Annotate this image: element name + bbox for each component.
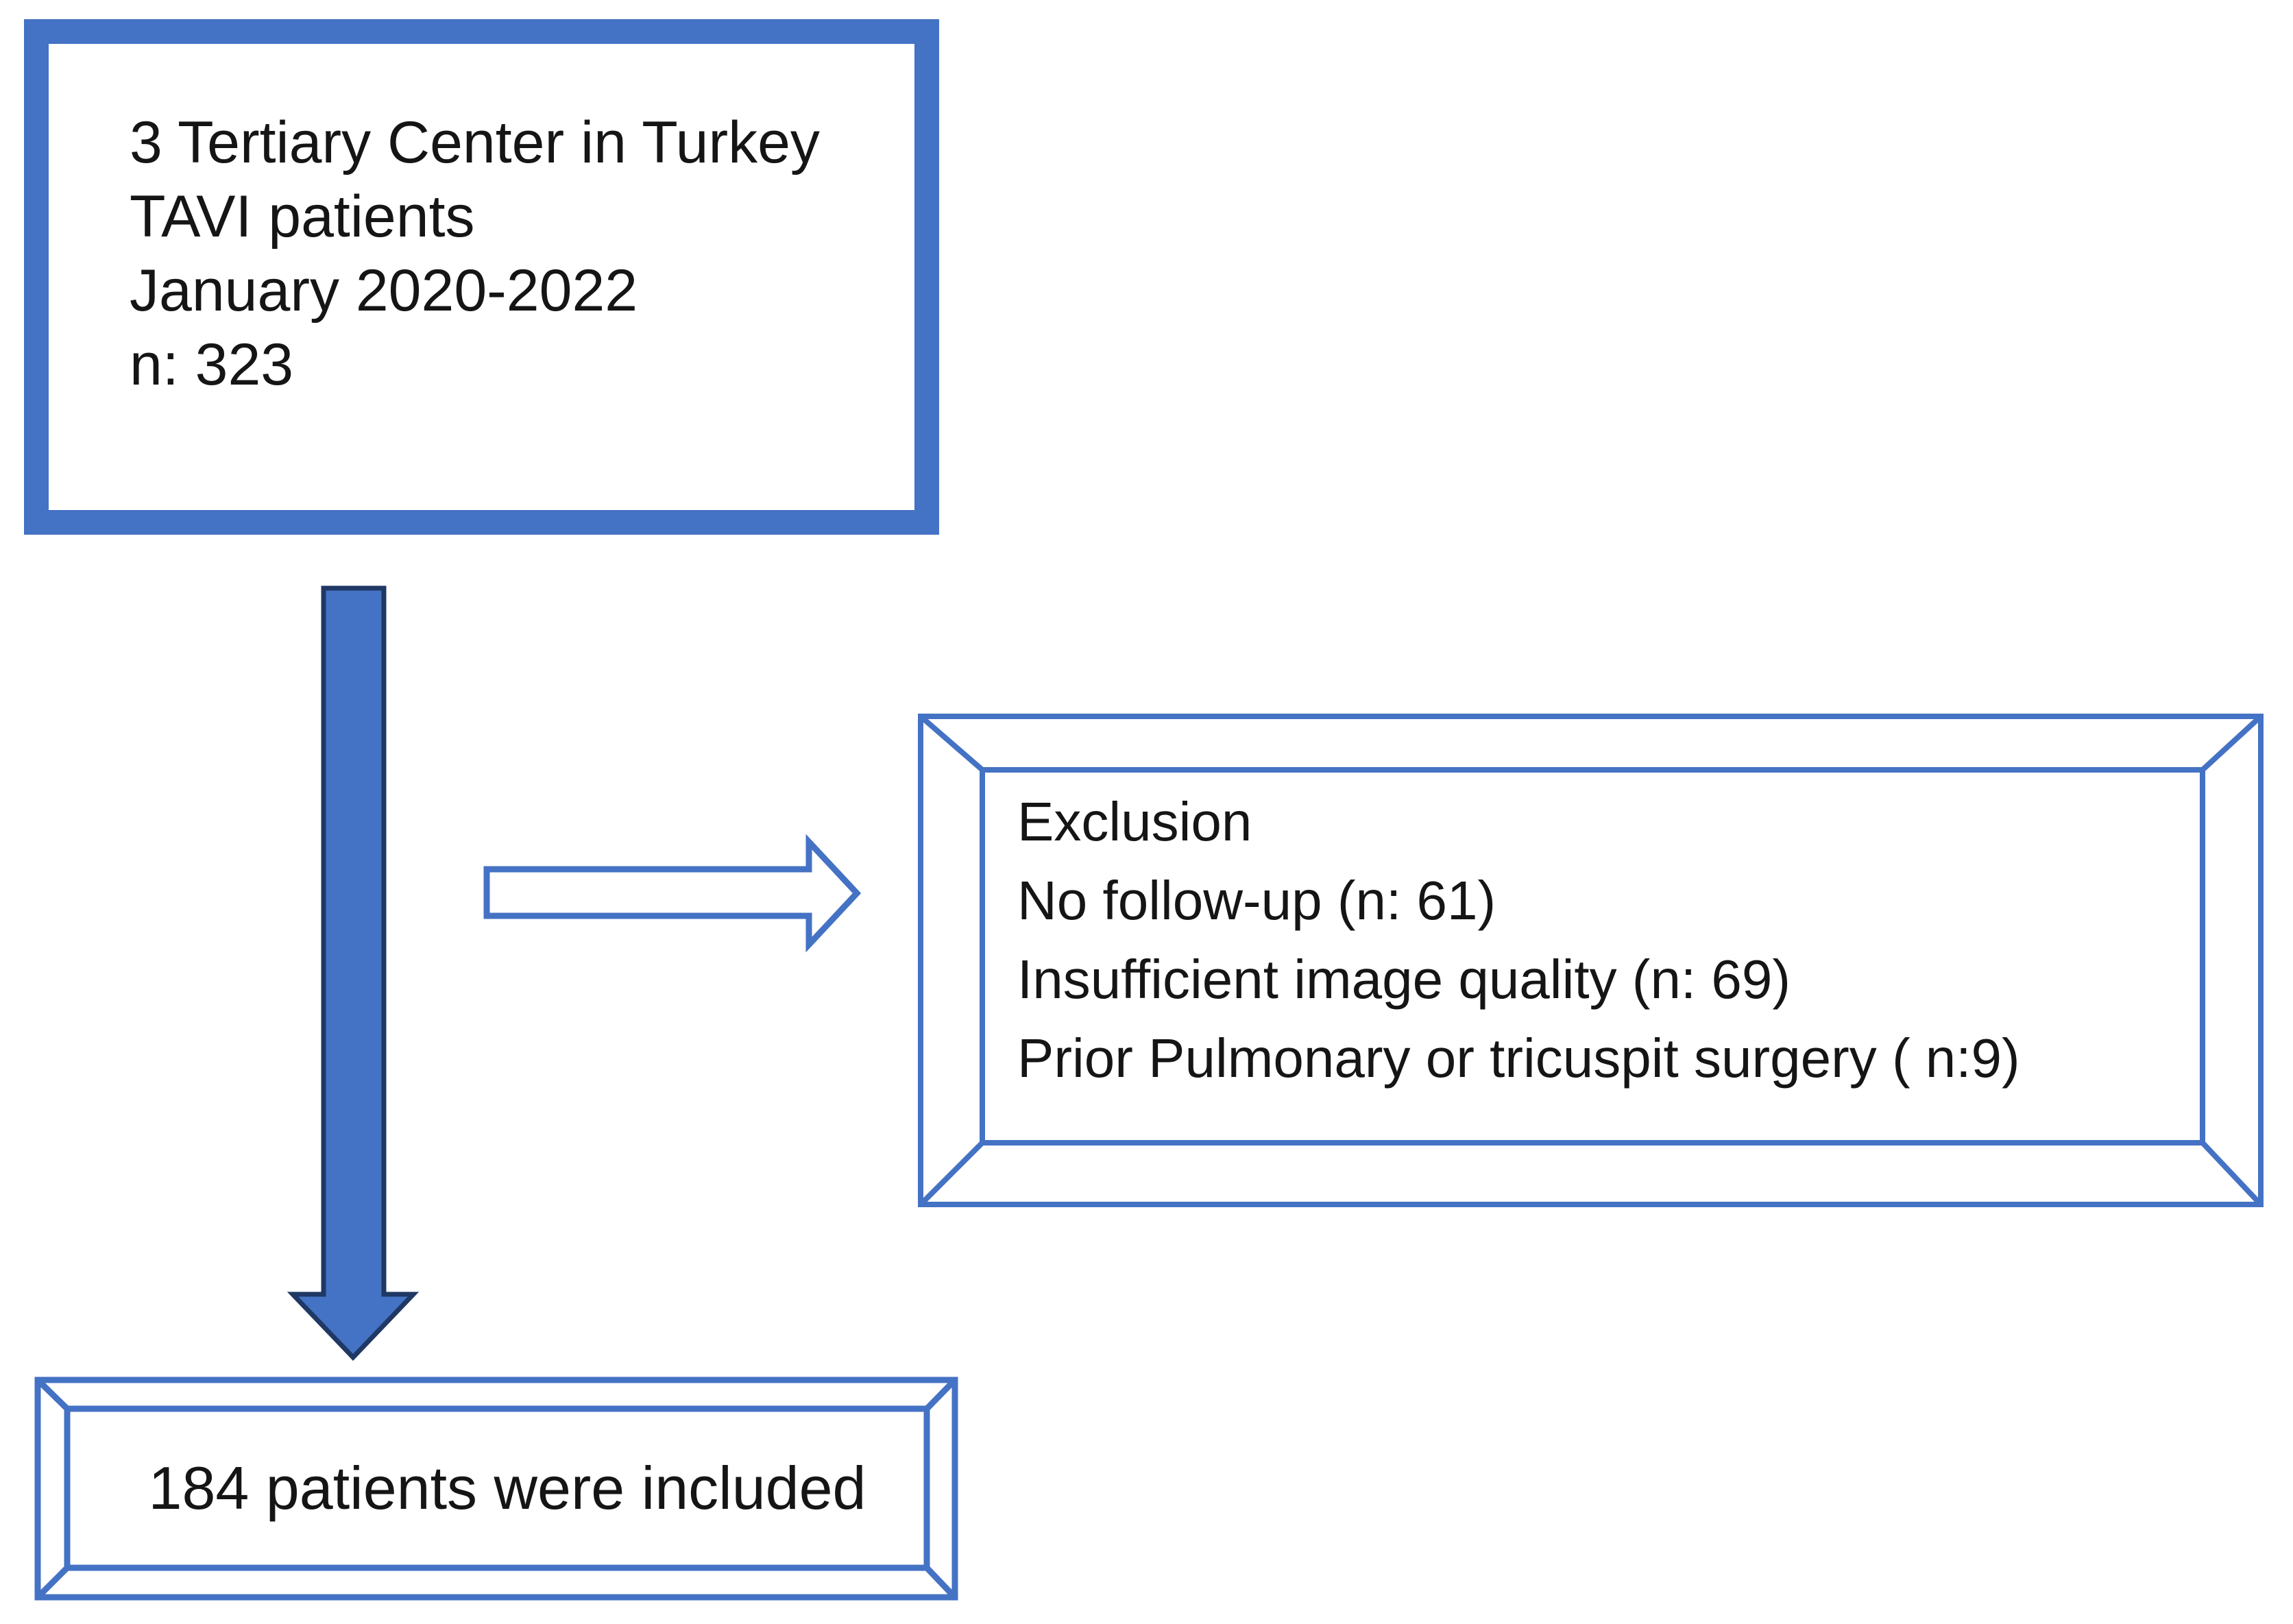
- source-box-text: 3 Tertiary Center in Turkey TAVI patient…: [49, 44, 914, 402]
- source-box-line: n: 323: [130, 332, 294, 398]
- exclusion-box-line: Exclusion: [1017, 791, 1252, 852]
- source-box-line: TAVI patients: [130, 184, 475, 250]
- down-arrow-icon: [287, 585, 420, 1361]
- exclusion-box-line: Prior Pulmonary or tricuspit surgery ( n…: [1017, 1028, 2020, 1089]
- source-box-line: January 2020-2022: [130, 258, 638, 324]
- result-box-text: 184 patients were included: [148, 1454, 866, 1522]
- exclusion-box-frame: [918, 714, 2264, 1207]
- source-box-line: 3 Tertiary Center in Turkey: [130, 110, 820, 175]
- exclusion-box-line: No follow-up (n: 61): [1017, 870, 1496, 931]
- source-box: 3 Tertiary Center in Turkey TAVI patient…: [24, 19, 939, 535]
- result-box-frame: [34, 1377, 958, 1601]
- exclusion-box-text: Exclusion No follow-up (n: 61) Insuffici…: [982, 770, 2203, 1143]
- exclusion-box-line: Insufficient image quality (n: 69): [1017, 949, 1791, 1010]
- right-arrow-icon: [483, 834, 862, 953]
